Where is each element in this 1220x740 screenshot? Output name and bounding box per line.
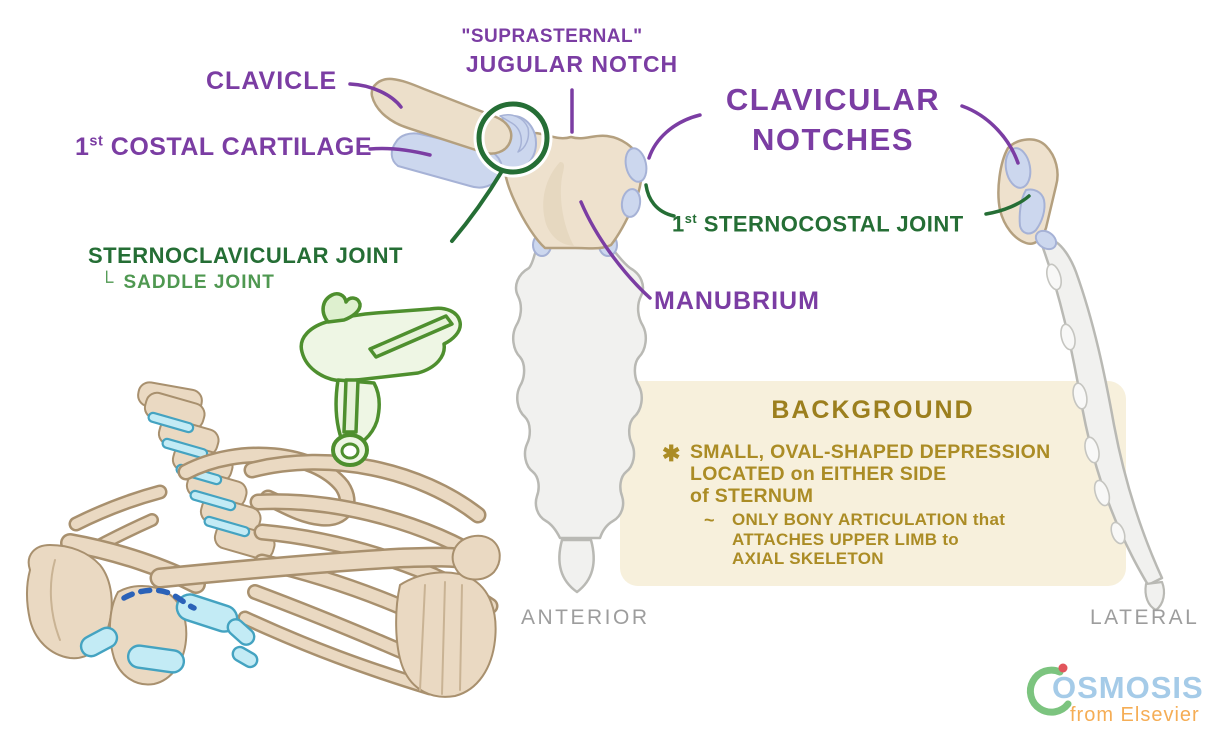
osmosis-logo: OSMOSIS from Elsevier (1022, 658, 1212, 730)
elbow-connector-glyph: └ (100, 272, 115, 293)
from-elsevier-text: from Elsevier (1070, 704, 1200, 726)
sternocostal-leader-right (984, 194, 1031, 216)
clavicular-notches-line2: NOTCHES (751, 122, 915, 157)
first-rib-loop (177, 446, 356, 527)
xiphoid-process (558, 538, 595, 594)
clavicle-label: CLAVICLE (206, 67, 338, 95)
osmosis-logo-arc-icon (1026, 663, 1072, 716)
clavicular-notches-label: CLAVICULAR NOTCHES (700, 80, 966, 160)
bullet2-text: ONLY BONY ARTICULATION that ATTACHES UPP… (732, 510, 1005, 569)
suprasternal-label: "SUPRASTERNAL" (461, 26, 643, 47)
manubrium-label: MANUBRIUM (654, 287, 820, 315)
saddle-joint-label: └SADDLE JOINT (100, 272, 275, 293)
clavicular-notch-right (624, 147, 648, 183)
sternocostal-facet-right (620, 188, 642, 218)
background-info-box: BACKGROUND ✱ SMALL, OVAL-SHAPED DEPRESSI… (620, 381, 1126, 586)
sc-joint-highlight-circle (476, 101, 550, 175)
thorax-skeleton-drawing (26, 381, 501, 698)
clavicle-leader (348, 82, 403, 109)
lateral-clavicular-notch (1004, 147, 1032, 189)
bullet1-asterisk-marker: ✱ (662, 441, 681, 466)
clavicular-notches-line1: CLAVICULAR (725, 82, 941, 117)
sternoclavicular-joint-label: STERNOCLAVICULAR JOINT (88, 243, 403, 268)
clavicular-notches-leader-right (960, 104, 1020, 165)
osmosis-wordmark: OSMOSIS (1052, 670, 1204, 705)
bullet1-line1: SMALL, OVAL-SHAPED DEPRESSION (690, 441, 1051, 463)
bullet1-text: SMALL, OVAL-SHAPED DEPRESSION LOCATED on… (690, 441, 1050, 507)
first-sternocostal-joint-label: 1st STERNOCOSTAL JOINT (672, 211, 964, 237)
jugular-notch-label: JUGULAR NOTCH (465, 51, 679, 77)
saddle-drawing (299, 292, 462, 467)
anterior-sternum-drawing (370, 77, 648, 594)
sternocostal-leader-left (644, 183, 676, 218)
lateral-costal-facets (1045, 263, 1126, 545)
anterior-view-caption: ANTERIOR (521, 606, 650, 629)
manubrium-leader (579, 200, 652, 300)
sternoclavicular-leader (450, 169, 504, 243)
bullet2-line3: AXIAL SKELETON (732, 549, 884, 568)
lateral-sternum-drawing (997, 138, 1166, 612)
lateral-view-caption: LATERAL (1090, 606, 1200, 629)
clavicular-notches-leader-left (647, 113, 702, 160)
bullet2-line2: ATTACHES UPPER LIMB to (732, 529, 959, 549)
dashed-notch-outline (121, 587, 197, 611)
background-box-title: BACKGROUND (771, 396, 975, 424)
lateral-xiphoid (1144, 580, 1166, 612)
sternum-body (511, 245, 648, 540)
bullet2-line1: ONLY BONY ARTICULATION that (732, 510, 1006, 529)
first-costal-cartilage-label: 1st COSTAL CARTILAGE (75, 133, 372, 161)
costal-cartilage-chunks (79, 593, 259, 674)
bullet1-line2: LOCATED on EITHER SIDE (690, 463, 947, 485)
clavicles (60, 533, 481, 594)
costal-cartilage-leader (368, 146, 432, 157)
bullet1-line3: of STERNUM (690, 485, 814, 507)
bullet2-tilde-marker: ~ (704, 510, 715, 530)
